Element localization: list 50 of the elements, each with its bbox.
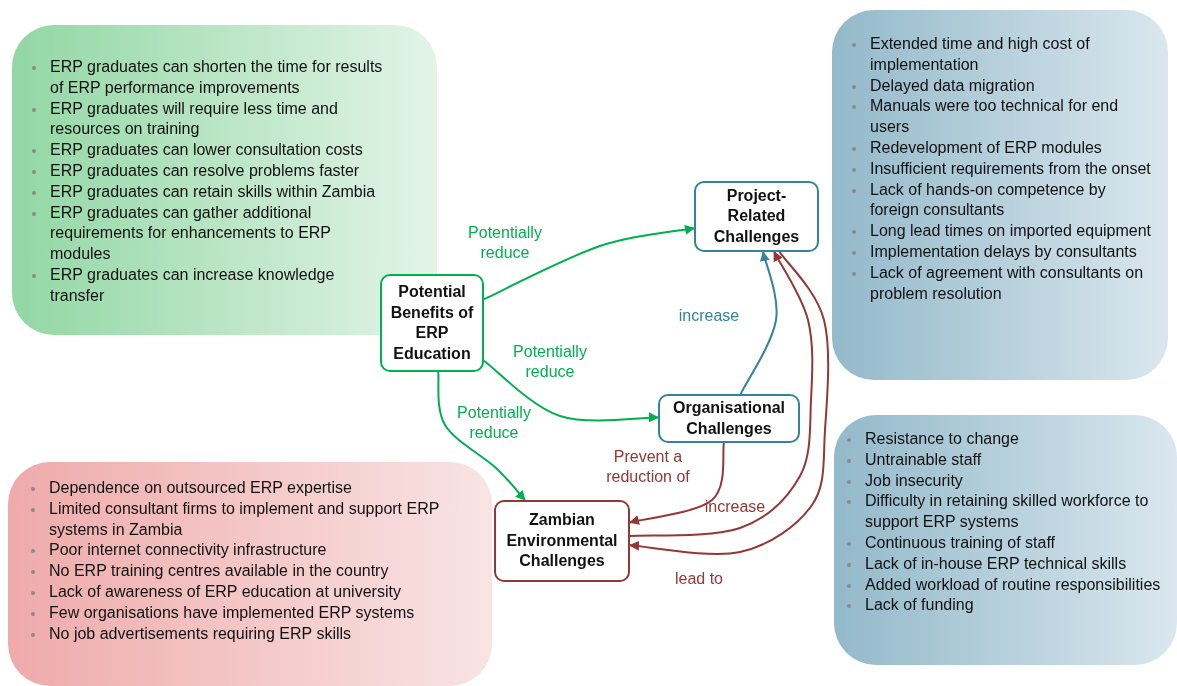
process-box: Project-Related Challenges bbox=[694, 181, 819, 252]
bullet-text: ERP graduates can increase knowledge transfer bbox=[50, 265, 335, 304]
edge-label: lead to bbox=[673, 569, 724, 589]
challenges-list-panel bbox=[832, 10, 1168, 380]
bullet-text: ERP graduates can gather additional requirements for enhancements to ERP modules bbox=[50, 203, 331, 263]
bullet-text: Dependence on outsourced ERP expertise bbox=[49, 479, 352, 496]
bullet-text: Resistance to change bbox=[865, 430, 1019, 447]
bullet-text: Implementation delays by consultants bbox=[870, 242, 1137, 260]
bullet-text: Extended time and high cost of implementation bbox=[870, 35, 1090, 73]
bullet-text: Limited consultant firms to implement and support ERP systems in Zambia bbox=[49, 499, 440, 538]
bullet-text: Few organisations have implemented ERP systems bbox=[49, 603, 415, 621]
challenges-list-panel bbox=[8, 462, 492, 686]
bullet-text: Insufficient requirements from the onset bbox=[870, 159, 1151, 177]
bullet-text: Lack of hands-on competence by foreign consultants bbox=[870, 180, 1106, 219]
bullet-text: Lack of agreement with consultants on problem resolution bbox=[870, 263, 1144, 302]
bullet-text: Added workload of routine responsibilities bbox=[865, 575, 1161, 593]
bullet-text: Poor internet connectivity infrastructure bbox=[49, 541, 327, 559]
bullet-text: Manuals were too technical for end users bbox=[870, 97, 1119, 136]
bullet-text: No ERP training centres available in the country bbox=[49, 562, 389, 580]
bullet-text: Lack of awareness of ERP education at university bbox=[49, 583, 401, 600]
process-box: Organisational Challenges bbox=[658, 394, 800, 443]
arrow bbox=[629, 442, 725, 526]
bullet-text: Untrainable staff bbox=[865, 450, 982, 468]
bullet-text: ERP graduates can resolve problems faster bbox=[50, 162, 360, 179]
bullet-text: Job insecurity bbox=[865, 471, 963, 489]
edge-label: Potentially reduce bbox=[467, 223, 543, 263]
bullet-text: Delayed data migration bbox=[870, 76, 1035, 94]
arrow bbox=[483, 224, 695, 301]
challenges-list-panel bbox=[834, 415, 1177, 665]
bullet-text: ERP graduates can shorten the time for results of ERP performance improvements bbox=[50, 58, 383, 96]
bullet-text: Lack of funding bbox=[865, 596, 974, 614]
bullet-text: Redevelopment of ERP modules bbox=[870, 139, 1102, 156]
bullet-text: ERP graduates can retain skills within Zambia bbox=[50, 182, 376, 200]
edge-label: increase bbox=[677, 306, 741, 326]
edge-label: Potentially reduce bbox=[512, 342, 588, 382]
bullet-text: ERP graduates can lower consultation costs bbox=[50, 141, 363, 159]
arrow bbox=[437, 371, 526, 501]
bullet-text: No job advertisements requiring ERP skills bbox=[49, 624, 352, 642]
bullet-text: Continuous training of staff bbox=[865, 534, 1056, 551]
edge-label: Potentially reduce bbox=[456, 403, 532, 443]
bullet-text: Long lead times on imported equipment bbox=[870, 222, 1152, 240]
bullet-text: Lack of in-house ERP technical skills bbox=[865, 554, 1127, 572]
arrow bbox=[739, 251, 778, 395]
edge-label: Prevent a reduction of bbox=[605, 447, 691, 487]
bullet-text: Difficulty in retaining skilled workforce to support ERP systems bbox=[865, 492, 1149, 531]
process-box: Potential Benefits of ERP Education bbox=[380, 274, 484, 372]
process-box: Zambian Environmental Challenges bbox=[494, 500, 630, 582]
bullet-text: ERP graduates will require less time and resources on training bbox=[50, 99, 338, 138]
edge-label: increase bbox=[703, 497, 767, 517]
arrow bbox=[483, 359, 659, 423]
